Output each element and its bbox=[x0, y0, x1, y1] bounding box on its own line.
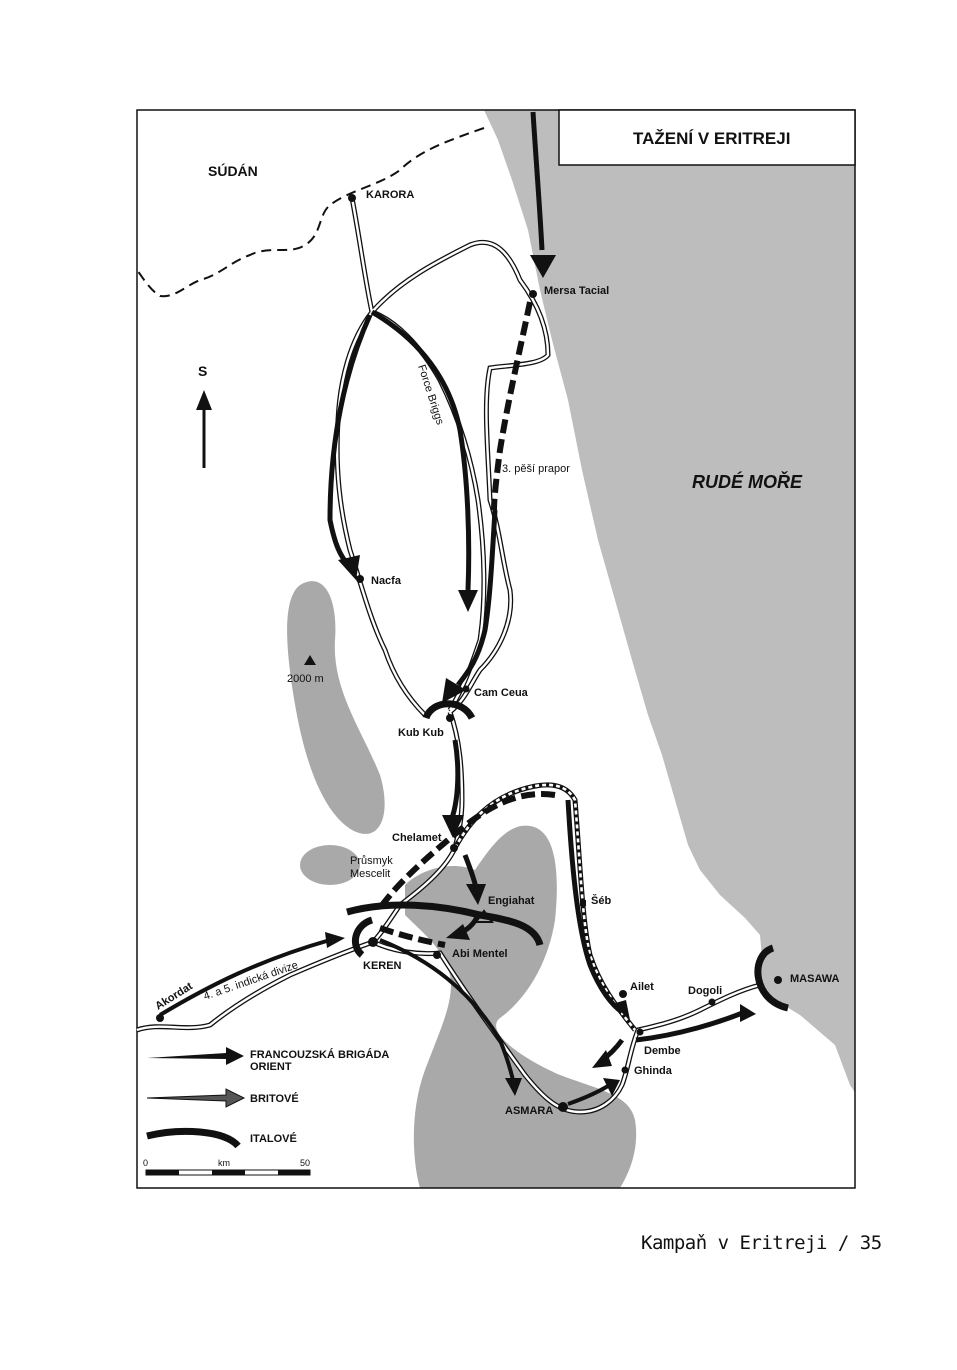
label-asmara: ASMARA bbox=[505, 1105, 553, 1117]
label-seb: Šéb bbox=[591, 894, 611, 907]
map-border bbox=[136, 109, 856, 1189]
label-cam-ceua: Cam Ceua bbox=[474, 687, 529, 699]
highland-west bbox=[287, 581, 385, 834]
label-abi-mentel: Abi Mentel bbox=[452, 948, 508, 960]
map-title: TAŽENÍ V ERITREJI bbox=[633, 129, 790, 148]
label-chelamet: Chelamet bbox=[392, 832, 442, 844]
scale-max: 50 bbox=[300, 1158, 310, 1168]
label-mersa-tacial: Mersa Tacial bbox=[544, 285, 609, 297]
label-pass-1: Průsmyk bbox=[350, 855, 393, 867]
label-engiahat: Engiahat bbox=[488, 895, 535, 907]
label-karora: KARORA bbox=[366, 189, 414, 201]
label-kub-kub: Kub Kub bbox=[398, 727, 444, 739]
north-label: S bbox=[198, 363, 207, 379]
red-sea-area bbox=[484, 110, 855, 1093]
label-pass-2: Mescelit bbox=[350, 868, 390, 880]
dashed-route-keren bbox=[377, 791, 556, 910]
battalion-route bbox=[491, 301, 533, 511]
scale-bar: 0 km 50 bbox=[143, 1158, 311, 1176]
highland-central bbox=[405, 825, 637, 1188]
label-peak: 2000 m bbox=[287, 673, 324, 685]
sudan-label: SÚDÁN bbox=[208, 162, 258, 179]
north-arrow-icon bbox=[196, 390, 212, 468]
legend-italian: ITALOVÉ bbox=[250, 1132, 297, 1145]
legend-french-2: ORIENT bbox=[250, 1061, 292, 1073]
label-keren: KEREN bbox=[363, 960, 402, 972]
scale-unit: km bbox=[218, 1158, 230, 1168]
red-sea-label: RUDÉ MOŘE bbox=[692, 471, 803, 492]
label-ailet: Ailet bbox=[630, 981, 654, 993]
label-dogoli: Dogoli bbox=[688, 985, 722, 997]
label-ghinda: Ghinda bbox=[634, 1065, 673, 1077]
scale-min: 0 bbox=[143, 1158, 148, 1168]
british-moves bbox=[158, 932, 620, 1106]
french-arrowheads bbox=[338, 255, 756, 1068]
label-masawa: MASAWA bbox=[790, 973, 840, 985]
town-markers bbox=[156, 194, 782, 1112]
engiahat-peak-icon bbox=[474, 909, 494, 923]
label-nacfa: Nacfa bbox=[371, 575, 402, 587]
page-footer: Kampaň v Eritreji / 35 bbox=[641, 1232, 882, 1254]
label-battalion: 3. pěší prapor bbox=[502, 463, 570, 475]
legend-french-1: FRANCOUZSKÁ BRIGÁDA bbox=[250, 1048, 389, 1061]
dashed-route-abi bbox=[379, 925, 446, 948]
sudan-border bbox=[136, 127, 485, 298]
legend-british: BRITOVÉ bbox=[250, 1092, 299, 1105]
legend: FRANCOUZSKÁ BRIGÁDA ORIENT BRITOVÉ ITALO… bbox=[146, 1047, 389, 1149]
highland-pass bbox=[300, 845, 360, 885]
title-box bbox=[558, 109, 856, 166]
label-dembe: Dembe bbox=[644, 1045, 681, 1057]
peak-icon bbox=[304, 655, 316, 665]
